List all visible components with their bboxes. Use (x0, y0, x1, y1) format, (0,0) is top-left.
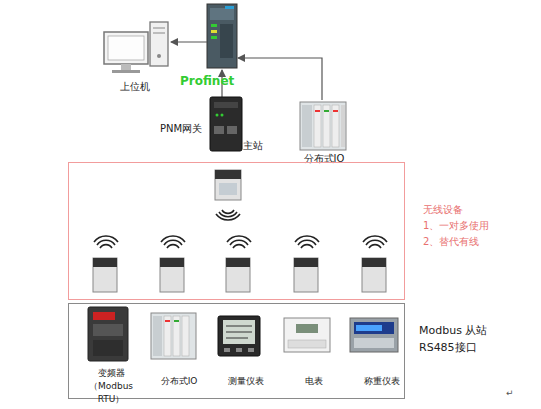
free-label: ↵ (506, 388, 514, 398)
weighing-instrument (350, 318, 398, 352)
device-box: 变频器 （Modbus RTU） (75, 309, 147, 397)
device-box: 分布式IO (292, 98, 356, 168)
node-label: 主站 (243, 139, 275, 152)
wireless-slave-units (93, 258, 386, 292)
node-label: 无线设备 (423, 203, 533, 216)
node-label: Modbus 从站 (419, 324, 534, 337)
node-label: 分布式IO (292, 152, 356, 165)
electric-meter (284, 318, 330, 352)
profinet-wire (238, 58, 322, 100)
distributed-io-small (151, 313, 196, 359)
node-label: RS485接口 (419, 341, 534, 354)
node-label: PNM网关 (160, 122, 210, 135)
node-label: 变频器 （Modbus RTU） (75, 367, 147, 406)
computer-icon (104, 22, 168, 73)
gateway-device (210, 97, 242, 151)
wireless-slaves (94, 236, 387, 248)
node-label: 称重仪表 (351, 375, 413, 388)
group-band: Modbus 从站RS485接口变频器 （Modbus RTU）分布式IO测量仪… (68, 303, 405, 399)
node-label: 电表 (283, 375, 345, 388)
measuring-meter (218, 316, 260, 356)
plc-cpu (207, 4, 237, 68)
node-label: 1、一对多使用 (423, 219, 538, 232)
link-wire (171, 41, 207, 42)
device-box: PNM网关主站 (160, 95, 275, 155)
device-box: 上位机 (95, 18, 175, 100)
node-label: 测量仪表 (215, 375, 277, 388)
free-label: Profinet (180, 74, 234, 88)
node-label: 分布式IO (148, 375, 210, 388)
distributed-io (300, 102, 346, 150)
inverter-drive (88, 307, 128, 361)
node-label: 2、替代有线 (423, 235, 538, 248)
device-box: 分布式IO (148, 309, 210, 397)
device-box: 测量仪表 (215, 309, 277, 397)
device-box: 称重仪表 (351, 309, 413, 397)
node-label: 上位机 (95, 80, 175, 93)
wireless-master (215, 170, 241, 220)
group-band: 无线设备1、一对多使用2、替代有线 (68, 162, 405, 300)
device-box: 电表 (283, 309, 345, 397)
